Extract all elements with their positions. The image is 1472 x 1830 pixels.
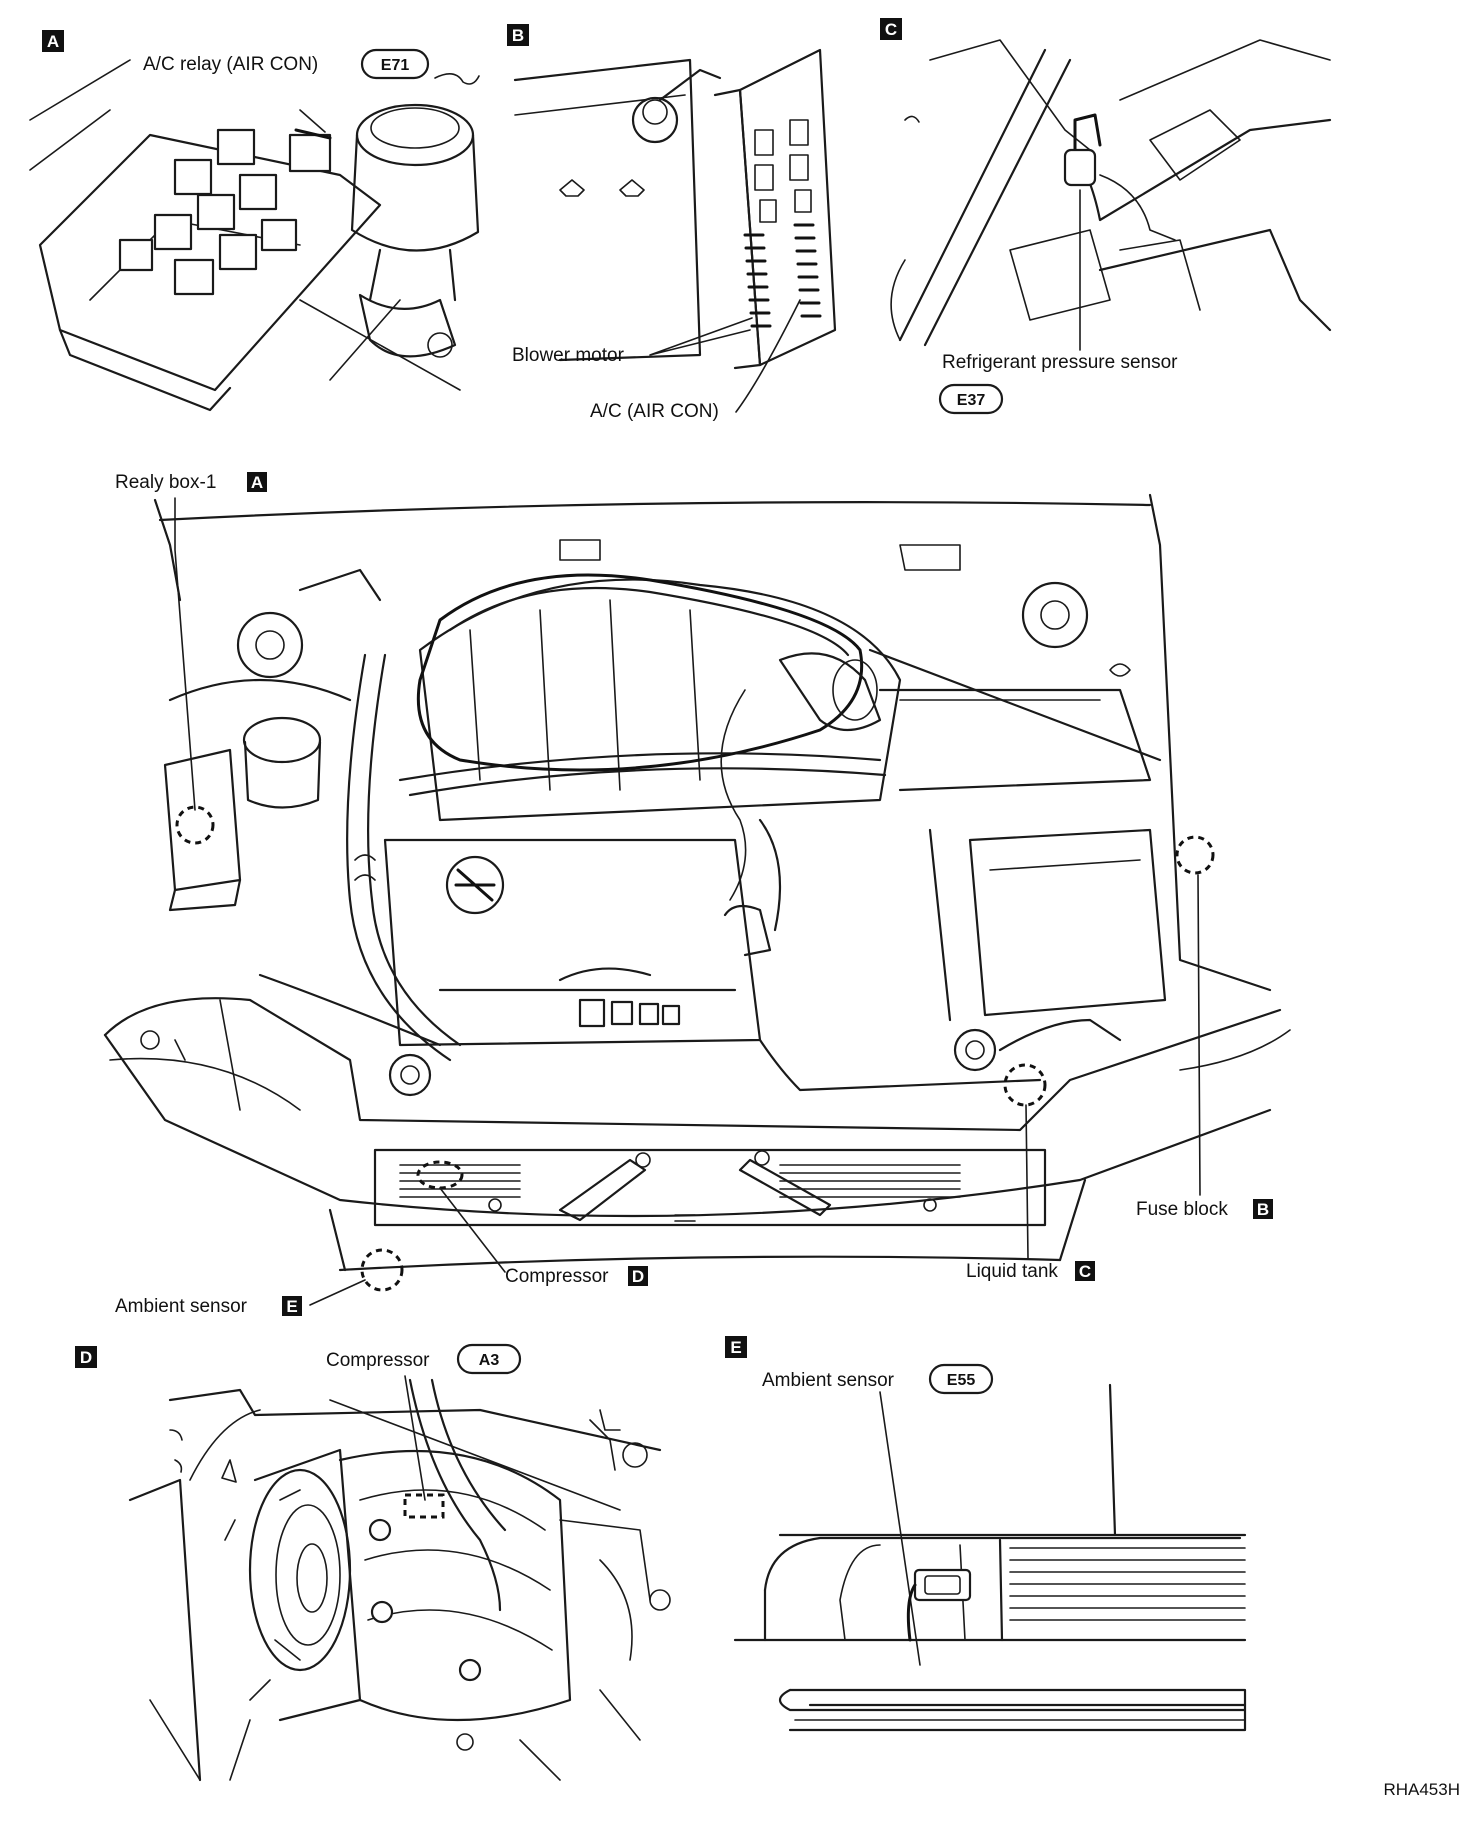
compressor-callout-label: Compressor: [505, 1266, 609, 1287]
compressor-connector-locator: [403, 1493, 445, 1519]
svg-text:C: C: [1079, 1262, 1091, 1281]
panel-e-letter-badge: E: [725, 1336, 747, 1358]
compressor-locator: [416, 1160, 464, 1190]
svg-text:A: A: [251, 473, 263, 492]
liquid-tank-ref-badge: C: [1075, 1261, 1095, 1281]
panel-d: D Compressor A3: [75, 1343, 671, 1782]
svg-text:B: B: [512, 26, 524, 45]
refrigerant-sensor-connector-tag: E37: [938, 383, 1004, 415]
ac-relay-label: A/C relay (AIR CON): [143, 54, 318, 75]
svg-text:E55: E55: [947, 1372, 976, 1389]
relay-box-label: Realy box-1: [115, 472, 216, 493]
ambient-sensor-detail-label: Ambient sensor: [762, 1370, 895, 1391]
main-engine-view: Realy box-1 A Fuse block B Liquid tank C…: [103, 472, 1291, 1317]
ambient-sensor-callout-label: Ambient sensor: [115, 1296, 248, 1317]
svg-text:C: C: [885, 20, 897, 39]
compressor-detail-label: Compressor: [326, 1350, 430, 1371]
svg-text:E: E: [730, 1338, 741, 1357]
svg-text:A: A: [47, 32, 59, 51]
ac-aircon-fuse-label: A/C (AIR CON): [590, 401, 719, 422]
liquid-tank-locator: [1003, 1063, 1047, 1107]
svg-text:B: B: [1257, 1200, 1269, 1219]
panel-b: B Blower motor A/C (AIR CON): [507, 24, 837, 422]
panel-d-letter-badge: D: [75, 1346, 97, 1368]
ambient-sensor-ref-badge: E: [282, 1296, 302, 1316]
svg-text:E: E: [286, 1297, 297, 1316]
panel-c-letter-badge: C: [880, 18, 902, 40]
svg-text:E37: E37: [957, 392, 986, 409]
compressor-ref-badge: D: [628, 1266, 648, 1286]
blower-motor-label: Blower motor: [512, 345, 625, 366]
panel-e: E Ambient sensor E55: [725, 1336, 1247, 1732]
relay-box-locator: [175, 805, 215, 845]
svg-text:A3: A3: [479, 1352, 500, 1369]
svg-text:D: D: [632, 1267, 644, 1286]
panel-b-letter-badge: B: [507, 24, 529, 46]
relay-box-ref-badge: A: [247, 472, 267, 492]
compressor-connector-tag: A3: [456, 1343, 522, 1375]
liquid-tank-label: Liquid tank: [966, 1261, 1058, 1282]
ambient-sensor-locator: [360, 1248, 404, 1292]
fuse-block-label: Fuse block: [1136, 1199, 1228, 1220]
refrigerant-pressure-sensor-label: Refrigerant pressure sensor: [942, 352, 1178, 373]
ac-relay-connector-tag: E71: [360, 48, 430, 80]
panel-c: C Refrigerant pressure sensor E37: [880, 18, 1332, 415]
figure-code: RHA453H: [1383, 1780, 1460, 1799]
svg-text:D: D: [80, 1348, 92, 1367]
fuse-block-locator: [1175, 835, 1215, 875]
panel-a-letter-badge: A: [42, 30, 64, 52]
svg-text:E71: E71: [381, 57, 410, 74]
ambient-sensor-connector-tag: E55: [928, 1363, 994, 1395]
panel-a: A A/C relay (AIR CON) E71: [29, 30, 480, 412]
fuse-block-ref-badge: B: [1253, 1199, 1273, 1219]
